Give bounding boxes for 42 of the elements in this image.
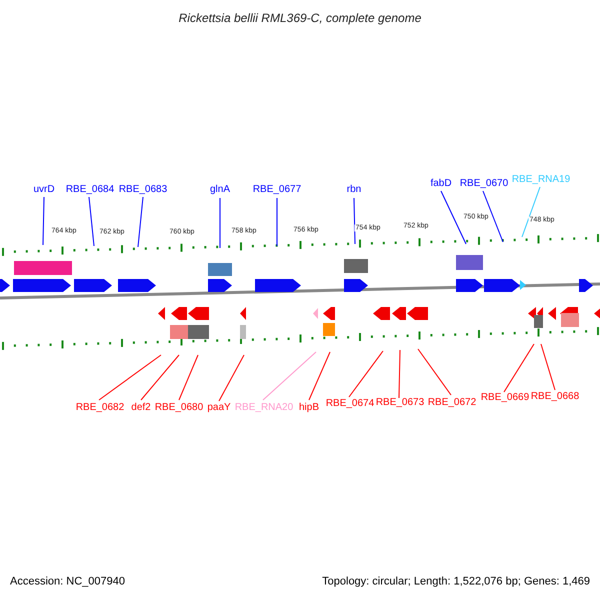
- genome-info-text: Topology: circular; Length: 1,522,076 bp; Genes: 1,469: [322, 576, 590, 588]
- gene-label: uvrD: [33, 185, 55, 195]
- leader-line: [178, 354, 198, 400]
- gene-label: RBE_RNA19: [512, 175, 570, 185]
- accession-text: Accession: NC_007940: [10, 576, 125, 588]
- leader-line: [98, 354, 162, 400]
- leader-line: [140, 354, 180, 400]
- leader-line: [42, 196, 44, 246]
- leader-line: [276, 198, 278, 246]
- gene-label: rbn: [346, 185, 362, 195]
- gene-label: hipB: [299, 403, 319, 413]
- gene-label: RBE_0673: [376, 398, 424, 408]
- gene-label: paaY: [207, 403, 231, 413]
- gene-label: RBE_0668: [530, 392, 580, 402]
- leader-line: [482, 190, 504, 242]
- leader-line: [308, 352, 330, 400]
- gene-label: RBE_0672: [428, 398, 476, 408]
- gene-label: fabD: [430, 179, 452, 189]
- gene-label: RBE_0677: [252, 185, 302, 195]
- gene-label: def2: [131, 403, 151, 413]
- chart-title: Rickettsia bellii RML369-C, complete genome: [178, 12, 422, 24]
- leader-line: [540, 344, 556, 390]
- gene-label: RBE_0669: [480, 393, 530, 403]
- gene-label: RBE_0670: [460, 179, 508, 189]
- gene-label: RBE_0674: [326, 399, 374, 409]
- gene-label: glnA: [210, 185, 230, 195]
- leader-line: [262, 352, 316, 400]
- leader-line: [88, 196, 94, 246]
- gene-label: RBE_0682: [76, 403, 124, 413]
- leader-line: [398, 350, 400, 398]
- gene-label: RBE_0684: [66, 185, 114, 195]
- leader-line: [218, 354, 244, 402]
- leader-line: [440, 190, 466, 244]
- gene-label: RBE_0683: [118, 185, 168, 195]
- gene-label: RBE_RNA20: [234, 403, 294, 413]
- leader-line: [138, 196, 144, 248]
- leader-line: [418, 348, 452, 396]
- leader-line: [354, 198, 356, 244]
- leader-line: [522, 186, 540, 238]
- leader-line: [504, 344, 534, 392]
- gene-label: RBE_0680: [154, 403, 204, 413]
- leader-line: [348, 350, 384, 398]
